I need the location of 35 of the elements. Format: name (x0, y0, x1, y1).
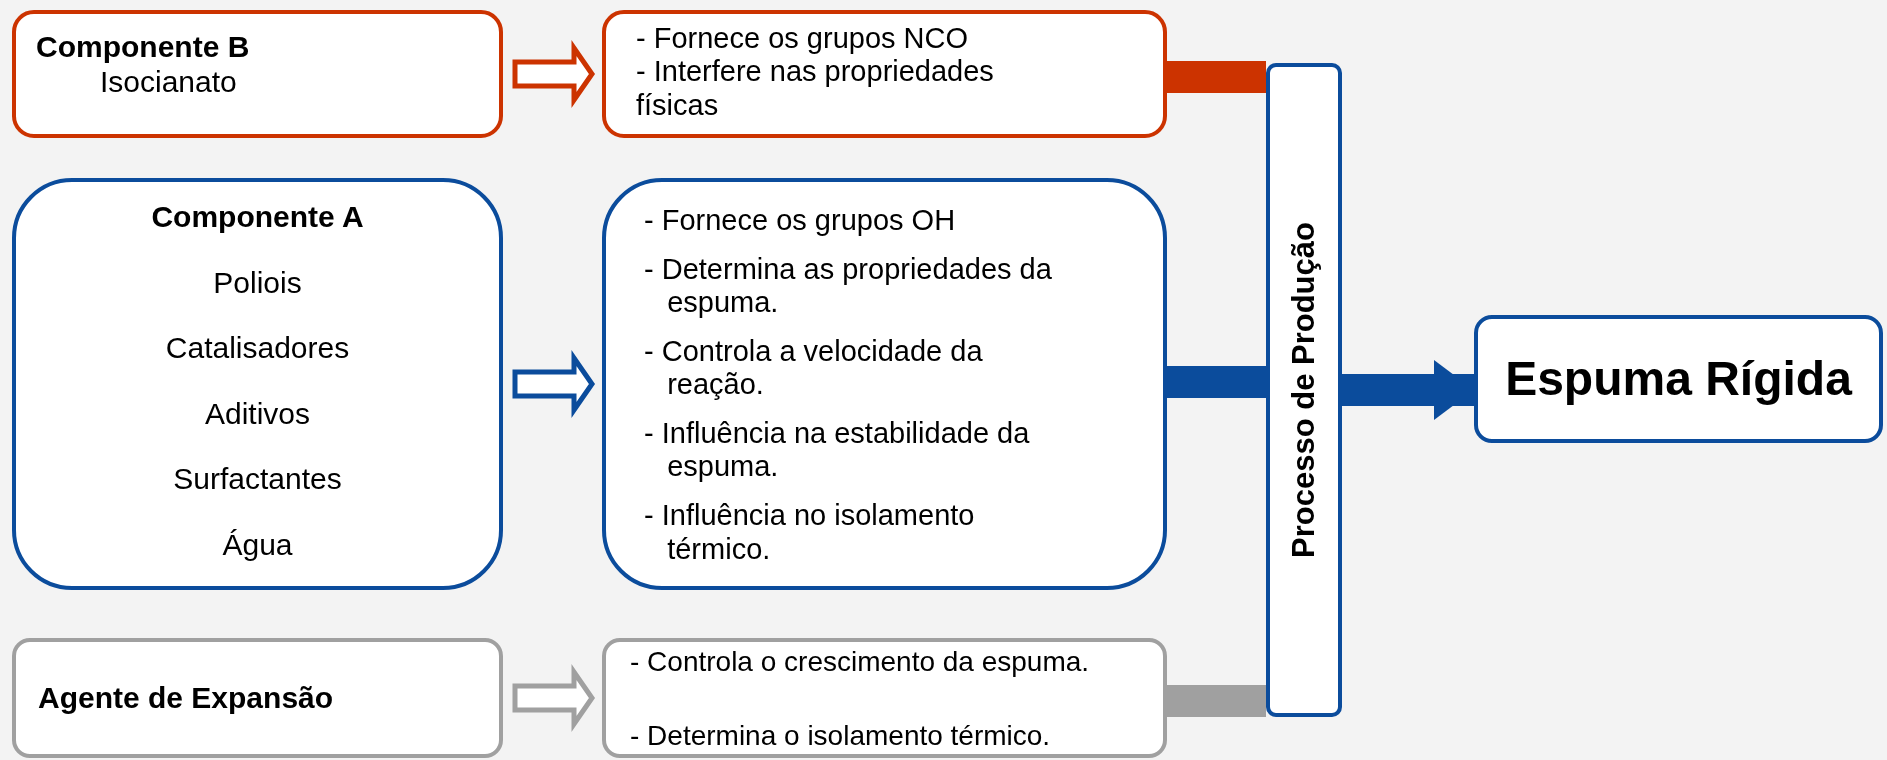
item-label: Surfactantes (173, 462, 342, 497)
connector-bar (1167, 366, 1266, 398)
bullet-text: - Fornece os grupos NCO (636, 22, 969, 56)
hollow-arrow (512, 350, 596, 418)
bullet-text: - Fornece os grupos OH (644, 204, 957, 238)
thick-arrow (1342, 360, 1474, 420)
box (1474, 315, 1883, 443)
item-label: Água (222, 527, 293, 562)
item-label: Aditivos (204, 396, 310, 431)
item-label: Isocianato (100, 64, 237, 99)
bullet-text: - Controla o crescimento da espuma. (630, 646, 1091, 679)
connector-bar (1167, 685, 1266, 717)
description-box (602, 638, 1167, 758)
description-box (602, 10, 1167, 138)
box (12, 178, 503, 590)
hollow-arrow (512, 40, 596, 108)
item-label: Catalisadores (165, 331, 350, 366)
box (12, 638, 503, 758)
bullet-text: - Determina o isolamento térmico. (630, 719, 1052, 752)
vertical-label: Processo de Produção (1286, 222, 1322, 558)
bullet-text: - Interfere nas propriedades físicas (636, 55, 995, 123)
bullet-text: - Determina as propriedades da espuma. (644, 252, 1053, 320)
heading: Componente B (36, 30, 250, 65)
heading: Agente de Expansão (38, 680, 334, 716)
heading: Espuma Rígida (1505, 351, 1852, 407)
box (12, 10, 503, 138)
heading: Componente A (151, 200, 364, 235)
bullet-text: - Controla a velocidade da reação. (644, 334, 984, 402)
bullet-text: - Influência no isolamento térmico. (644, 499, 976, 566)
bullet-text: - Influência na estabilidade da espuma. (644, 417, 1031, 484)
hollow-arrow (512, 664, 596, 732)
connector-bar (1167, 61, 1266, 93)
item-label: Poliois (213, 265, 302, 300)
description-box (602, 178, 1167, 590)
process-bar (1266, 63, 1342, 717)
